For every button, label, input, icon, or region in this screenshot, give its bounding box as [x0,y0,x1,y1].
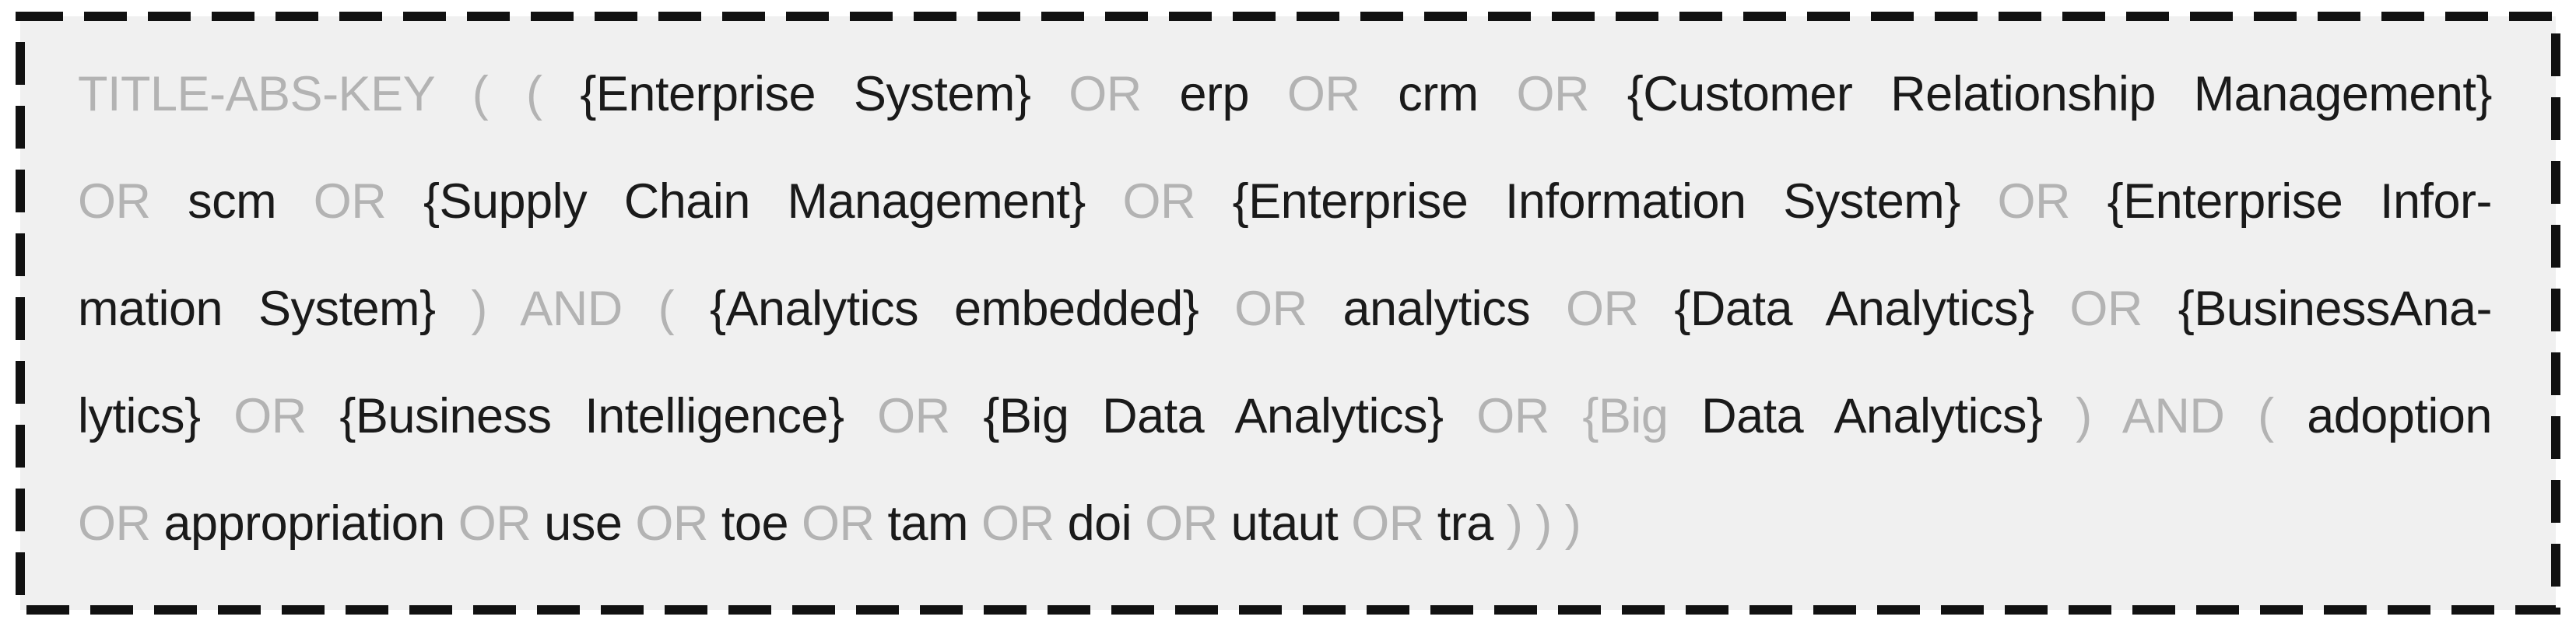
query-segment-operator: OR [1234,282,1343,336]
query-line: OR appropriation OR use OR toe OR tam OR… [78,470,2492,577]
query-segment-term: {BusinessAna- [2178,282,2493,336]
query-segment-operator: OR [802,496,888,551]
query-segment-term: {Customer Relationship Management} [1627,67,2493,121]
query-segment-term: utaut [1230,496,1352,551]
query-segment-operator: OR [1069,67,1180,121]
query-segment-operator: OR [1997,174,2107,229]
query-segment-term: {Business Intelligence} [339,389,878,443]
query-line: lytics} OR {Business Intelligence} OR {B… [78,363,2492,470]
query-segment-term: {Enterprise Information System} [1232,174,1998,229]
query-segment-term: toe [721,496,802,551]
query-segment-term: {Data Analytics} [1674,282,2070,336]
query-segment-operator: OR [1516,67,1627,121]
query-segment-term: {Analytics embedded} [710,282,1235,336]
query-segment-operator: OR [877,389,984,443]
query-segment-term: tam [887,496,982,551]
query-line: OR scm OR {Supply Chain Management} OR {… [78,148,2493,255]
query-segment-operator: OR [78,174,188,229]
query-segment-term: appropriation [163,496,458,551]
query-line: TITLE-ABS-KEY ( ( {Enterprise System} OR… [78,40,2492,148]
query-segment-term: use [544,496,636,551]
query-segment-term: scm [188,174,314,229]
query-segment-term: adoption [2307,389,2492,443]
query-segment-term: Data Analytics} [1701,389,2076,443]
query-segment-operator: OR [458,496,545,551]
query-box-background [16,12,2560,615]
query-segment-operator: OR [1566,282,1675,336]
query-segment-term: doi [1067,496,1146,551]
query-segment-term: analytics [1342,282,1566,336]
query-segment-operator: OR [1145,496,1231,551]
query-segment-operator: OR [313,174,423,229]
query-segment-term: mation System} [78,282,472,336]
search-query-text: TITLE-ABS-KEY ( ( {Enterprise System} OR… [78,40,2493,577]
query-segment-term: {Enterprise Infor- [2107,174,2493,229]
query-segment-term: {Supply Chain Management} [423,174,1123,229]
query-segment-term: erp [1179,67,1287,121]
query-segment-operator: OR [1122,174,1233,229]
query-segment-operator: OR [233,389,340,443]
query-segment-operator: ) ) ) [1506,496,1581,551]
query-segment-operator: OR [981,496,1068,551]
query-segment-operator: OR [1351,496,1437,551]
query-segment-operator: OR [78,496,164,551]
query-segment-operator: ) AND ( [471,282,710,336]
query-segment-operator: OR {Big [1476,389,1702,443]
query-line: mation System} ) AND ( {Analytics embedd… [78,255,2493,363]
query-segment-operator: OR [635,496,721,551]
query-segment-operator: TITLE-ABS-KEY ( ( [78,67,581,121]
query-segment-term: tra [1437,496,1507,551]
query-segment-operator: ) AND ( [2076,389,2308,443]
query-segment-term: {Enterprise System} [580,67,1069,121]
query-segment-operator: OR [1286,67,1399,121]
query-segment-term: {Big Data Analytics} [983,389,1477,443]
query-segment-operator: OR [2069,282,2178,336]
query-segment-term: crm [1398,67,1517,121]
query-segment-term: lytics} [78,389,234,443]
